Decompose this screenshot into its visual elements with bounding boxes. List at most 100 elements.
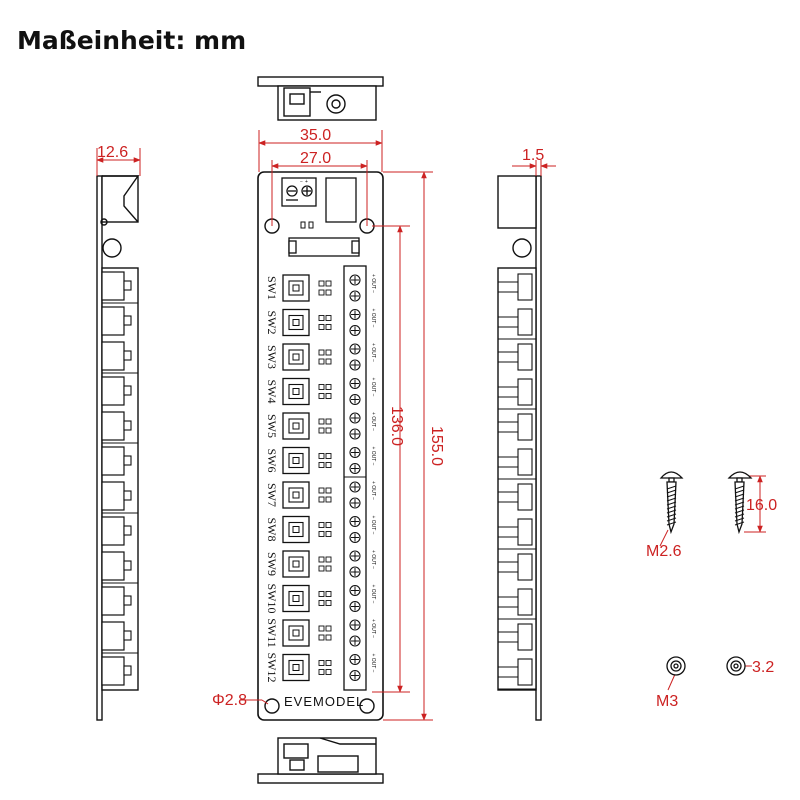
switch-label: SW6: [265, 449, 279, 473]
terminal-label: + OUT −: [370, 309, 376, 328]
page-title: Maßeinheit: mm: [17, 26, 247, 55]
side-tab: [101, 446, 132, 476]
switch-row: SW8 + OUT −: [265, 515, 376, 544]
dim-width-outer: 35.0: [300, 127, 331, 144]
screw-side-view-2: [727, 471, 753, 535]
terminal-label: + OUT −: [370, 550, 376, 569]
side-tab: [101, 621, 138, 654]
switch-label: SW4: [265, 380, 279, 404]
side-tab: [101, 656, 132, 686]
push-button: [282, 584, 310, 613]
side-tab: [498, 413, 533, 441]
push-button: [282, 308, 310, 337]
switch-label: SW1: [265, 276, 279, 300]
push-button: [282, 377, 310, 406]
mount-hole: [359, 698, 375, 714]
switch-row: SW6 + OUT −: [265, 446, 376, 475]
side-tab: [498, 448, 536, 480]
switch-row: SW5 + OUT −: [265, 412, 376, 440]
switch-label: SW8: [265, 518, 279, 542]
terminal-label: + OUT −: [370, 378, 376, 397]
switch-label: SW3: [265, 345, 279, 369]
push-button: [282, 550, 310, 578]
svg-text:+: +: [305, 179, 308, 185]
top-edge-view: [257, 76, 384, 121]
terminal-label: + OUT −: [370, 343, 376, 362]
bottom-edge-view: [257, 737, 384, 784]
push-button: [282, 343, 310, 371]
switch-row: SW1 + OUT −: [265, 274, 376, 302]
side-tab: [498, 308, 536, 340]
switch-label: SW10: [265, 584, 279, 614]
switch-label: SW11: [265, 618, 279, 648]
washer-m3: [666, 656, 686, 676]
input-terminal: [281, 177, 317, 207]
push-button: [282, 446, 310, 475]
terminal-label: + OUT −: [370, 516, 376, 535]
brand-label: EVEMODEL: [284, 694, 364, 709]
side-tab: [498, 483, 533, 511]
side-tab: [101, 551, 138, 584]
right-side-view: [497, 175, 542, 721]
side-tab: [498, 378, 536, 410]
side-tab: [101, 516, 132, 546]
switch-label: SW7: [265, 483, 279, 507]
dimension-lines: [96, 130, 766, 721]
terminal-label: + OUT −: [370, 274, 376, 293]
switch-label: SW12: [265, 653, 279, 683]
push-button: [282, 619, 310, 647]
side-tab: [498, 343, 533, 371]
switch-row: SW2 + OUT −: [265, 308, 376, 337]
push-button: [282, 515, 310, 544]
terminal-label: + OUT −: [370, 481, 376, 500]
dim-side-height: 12.6: [97, 144, 128, 161]
dc-jack: [325, 177, 357, 223]
terminal-label: + OUT −: [370, 447, 376, 466]
dim-screw-size: M2.6: [646, 543, 682, 560]
terminal-strip: [343, 265, 367, 691]
side-tab: [498, 518, 536, 550]
push-button: [282, 274, 310, 302]
side-tab: [101, 481, 138, 514]
side-tab: [498, 588, 536, 620]
terminal-label: + OUT −: [370, 585, 376, 604]
side-tab: [101, 376, 132, 406]
terminal-label: + OUT −: [370, 619, 376, 638]
dim-length-outer: 155.0: [428, 426, 445, 466]
dim-washer-size: M3: [656, 693, 678, 710]
side-tab: [498, 658, 536, 690]
terminal-label: + OUT −: [370, 654, 376, 673]
svg-text:−: −: [300, 179, 303, 185]
dim-hole-diameter: Φ2.8: [212, 692, 247, 709]
screw-side-view: [659, 471, 684, 535]
fuse: [288, 237, 360, 257]
main-board: − + SW1 + OUT − SW2 + OUT − SW3 + OUT − SW4 + O…: [257, 171, 384, 721]
dim-width-inner: 27.0: [300, 150, 331, 167]
side-tab: [101, 271, 138, 304]
side-tab: [101, 306, 132, 336]
push-button: [282, 481, 310, 509]
switch-row: SW7 + OUT −: [265, 481, 376, 509]
switch-label: SW2: [265, 311, 279, 335]
switch-row: SW10 + OUT −: [265, 584, 376, 614]
side-tab: [498, 623, 533, 651]
push-button: [282, 653, 310, 682]
left-side-view: [96, 175, 140, 721]
side-tab: [101, 586, 132, 616]
switch-label: SW5: [265, 414, 279, 438]
side-tab: [498, 273, 533, 301]
side-tab: [498, 553, 533, 581]
dim-thickness: 1.5: [522, 147, 544, 164]
dim-length-inner: 136.0: [388, 406, 405, 446]
mount-hole: [264, 698, 280, 714]
side-tab: [101, 411, 138, 444]
switch-row: SW9+ OUT −: [265, 550, 376, 578]
terminal-label: + OUT −: [370, 412, 376, 431]
switch-row: SW4 + OUT −: [265, 377, 376, 406]
dim-washer-inner: 3.2: [752, 659, 774, 676]
push-button: [282, 412, 310, 440]
switch-row: SW12 + OUT −: [265, 653, 376, 683]
switch-row: SW11 + OUT −: [265, 618, 376, 648]
washer-3-2: [726, 656, 746, 676]
